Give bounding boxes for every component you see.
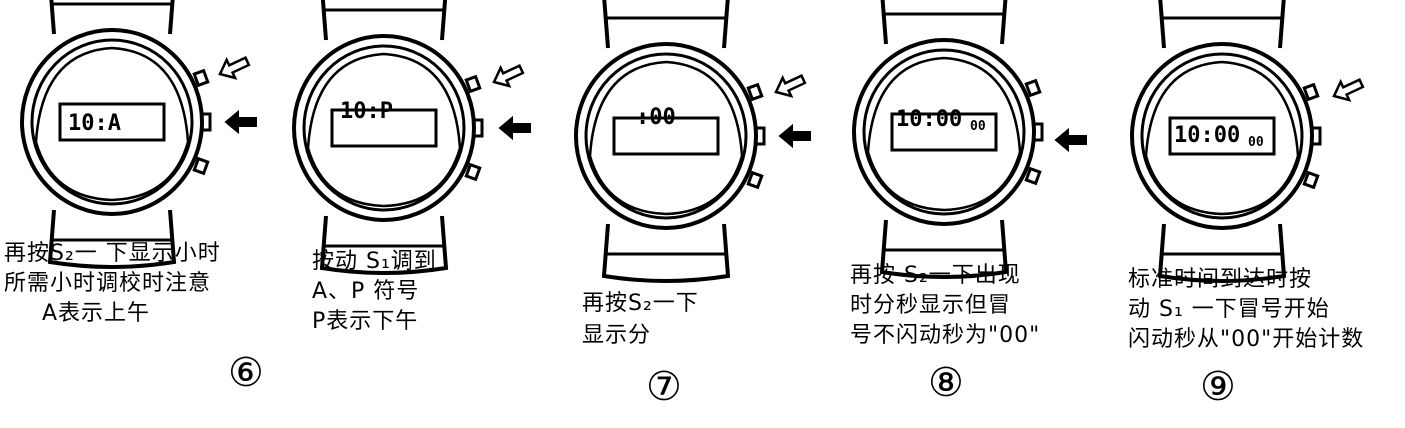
watch-1-display: 10:A (68, 111, 121, 136)
caption-9-line1: 标准时间到达时按 (1128, 267, 1313, 292)
caption-9-line2: 动 S₁ 一下冒号开始 (1128, 297, 1330, 322)
step-number-8: ⑧ (928, 360, 964, 406)
watch-5-display: 10:00 (1174, 123, 1240, 148)
caption-6a-line2: 所需小时调校时注意 (4, 271, 212, 296)
watch-4-display-seconds: 00 (970, 119, 986, 134)
step-number-9: ⑨ (1200, 364, 1236, 410)
solid-arrow-1 (225, 111, 257, 133)
caption-6b-line3: P表示下午 (312, 309, 419, 334)
caption-9-line3: 闪动秒从"00"开始计数 (1128, 327, 1365, 352)
step-number-6: ⑥ (228, 350, 264, 396)
hollow-arrow-2 (488, 59, 527, 93)
watch-3-display: :00 (636, 105, 676, 130)
watch-3 (574, 0, 766, 283)
caption-7-line1: 再按S₂一下 (582, 291, 699, 316)
watch-4-display: 10:00 (896, 107, 962, 132)
caption-8-line1: 再按 S₂一下出现 (850, 263, 1021, 288)
solid-arrow-4 (1055, 129, 1087, 151)
caption-6b-line1: 按动 S₁调到 (312, 249, 437, 274)
caption-6a-line3: A表示上午 (42, 301, 151, 326)
hollow-arrow-1 (214, 51, 253, 85)
caption-8-line2: 时分秒显示但冒 (850, 293, 1012, 318)
solid-arrow-3 (779, 125, 811, 147)
caption-8-line3: 号不闪动秒为"00" (850, 323, 1041, 348)
watch-2-display: 10:P (340, 99, 393, 124)
watch-4 (852, 0, 1044, 279)
caption-7-line2: 显示分 (582, 323, 652, 348)
watch-2 (292, 0, 484, 275)
solid-arrow-2 (499, 117, 531, 139)
caption-6b-line2: A、P 符号 (312, 279, 420, 304)
watch-5-display-seconds: 00 (1248, 135, 1264, 150)
caption-6a-line1: 再按S₂一 下显示小时 (4, 241, 221, 266)
hollow-arrow-5 (1328, 73, 1367, 107)
hollow-arrow-3 (770, 69, 809, 103)
step-number-7: ⑦ (646, 364, 682, 410)
